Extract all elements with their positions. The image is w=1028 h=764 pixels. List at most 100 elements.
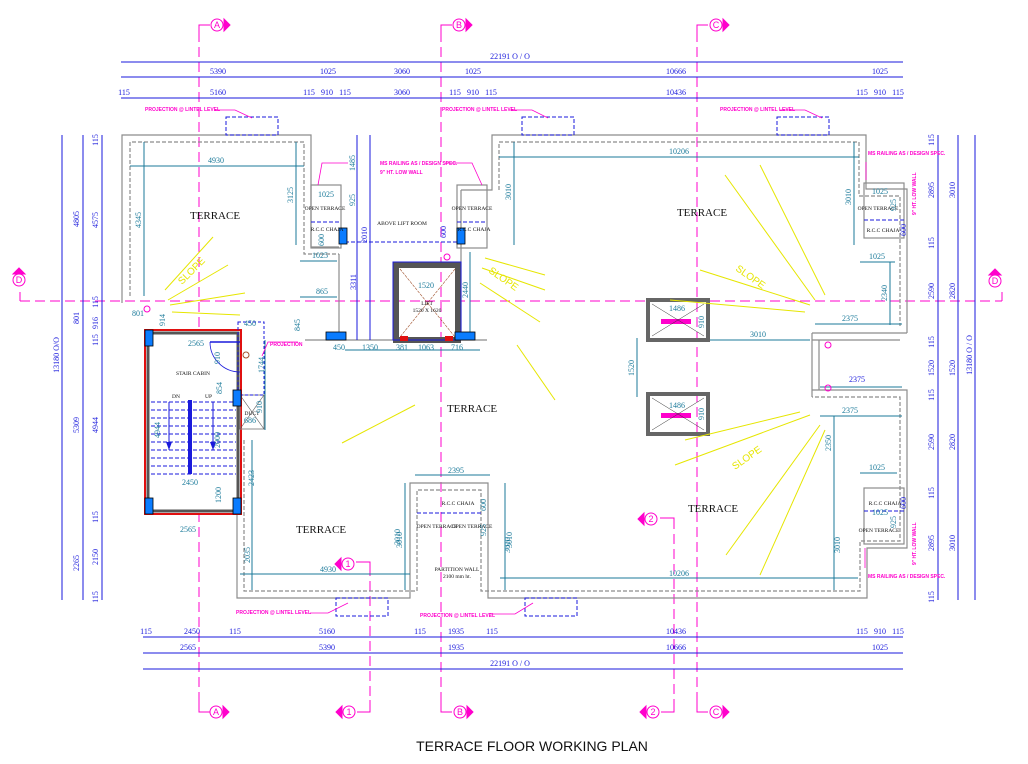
projection-lintel-note: PROJECTION @ LINTEL LEVEL	[442, 107, 517, 113]
duct-label: DUCT	[245, 411, 261, 417]
dimension: 801	[72, 312, 81, 324]
parapet-walls	[121, 134, 908, 599]
dimension: 115	[91, 296, 100, 308]
projection-lintel-note: PROJECTION @ LINTEL LEVEL	[236, 610, 311, 616]
lift-shaft	[392, 261, 462, 343]
dimension: 854	[215, 382, 224, 394]
dimension: 1935	[448, 643, 464, 652]
dimension: 115	[927, 487, 936, 499]
inner-dimension-lines	[130, 142, 902, 590]
dimension: 115	[927, 591, 936, 603]
dimension: 3060	[394, 67, 410, 76]
left-dimension-texts: 13180 O/O 4805 801 5309 2265 115 4575 11…	[52, 134, 100, 603]
ms-railing-note: MS RAILING AS / DESIGN SPEC.	[380, 161, 458, 167]
grid-label: 1	[345, 559, 350, 569]
dimension: 925	[479, 524, 488, 536]
ms-railing-note: MS RAILING AS / DESIGN SPEC.	[868, 151, 946, 157]
dimension: 3010	[395, 532, 404, 548]
dimension: 925	[889, 199, 898, 211]
dimension: 3125	[286, 187, 295, 203]
grid-label: C	[713, 707, 720, 717]
dimension: 10206	[669, 147, 689, 156]
dimension: 2440	[461, 282, 470, 298]
dimension: 845	[293, 319, 302, 331]
projection-note: PROJECTION	[270, 342, 303, 348]
dimension: 4944	[91, 417, 100, 433]
dimension: 600	[899, 224, 908, 236]
dimension: 3010	[948, 182, 957, 198]
dimension: 115	[892, 88, 904, 97]
dimension: 115	[856, 627, 868, 636]
dimension: 910	[697, 408, 706, 420]
rcc-chaja-label: R.C.C CHAJA	[458, 227, 491, 233]
rcc-chaja-label: R.C.C CHAJA	[311, 227, 344, 233]
grid-bubble-bottom-a	[209, 704, 230, 720]
dimension: 686	[244, 416, 256, 425]
dimension: 1520	[948, 360, 957, 376]
dimension: 1025	[320, 67, 336, 76]
dimension: 600	[439, 226, 448, 238]
right-dimension-texts: 13180 O / O 3010 2820 1520 2820 3010 115…	[927, 134, 974, 603]
dimension: 801	[132, 309, 144, 318]
grid-label: D	[16, 275, 23, 285]
terrace-label-center: TERRACE	[447, 403, 497, 415]
dimension: 3060	[394, 88, 410, 97]
ms-railing-note: MS RAILING AS / DESIGN SPEC.	[868, 574, 946, 580]
grid-label: 2	[648, 514, 653, 524]
dimension: 910	[213, 352, 222, 364]
top-dimension-lines	[121, 61, 903, 99]
toilet-blocks	[646, 298, 710, 436]
slope-label: SLOPE	[730, 444, 764, 472]
lift-size: 1520 X 1620	[413, 308, 442, 314]
dimension: 1025	[872, 508, 888, 517]
dimension: 600	[899, 497, 908, 509]
dimension: 5390	[210, 67, 226, 76]
down-arrow-icon	[166, 442, 172, 450]
dimension: 1025	[465, 67, 481, 76]
dimension: 115	[486, 627, 498, 636]
dimension: 2423	[247, 470, 256, 486]
open-terrace-label: OPEN TERRACE	[859, 528, 900, 534]
dimension: 3010	[505, 532, 514, 548]
dimension: 115	[339, 88, 351, 97]
dimension: 115	[91, 134, 100, 146]
dimension: 1025	[318, 190, 334, 199]
grid-label: A	[213, 707, 219, 717]
dimension: 916	[91, 317, 100, 329]
dimension: 910	[321, 88, 333, 97]
dimension: 910	[874, 627, 886, 636]
dimension: 115	[927, 237, 936, 249]
dimension: 10206	[669, 569, 689, 578]
dimension: 2375	[849, 375, 865, 384]
dimension: 10436	[666, 627, 686, 636]
dimension: 2590	[927, 283, 936, 299]
projection-lintel-note: PROJECTION @ LINTEL LEVEL	[420, 613, 495, 619]
dimension: 3010	[750, 330, 766, 339]
dimension: 910	[874, 88, 886, 97]
terrace-label-top-right: TERRACE	[677, 207, 727, 219]
dimension: 4805	[72, 211, 81, 227]
dimension: 115	[892, 627, 904, 636]
grid-bubble-bottom-2	[639, 704, 660, 720]
dimension: 2395	[448, 466, 464, 475]
dimension: 2000	[213, 432, 222, 448]
dimension: 115	[414, 627, 426, 636]
dimension: 1025	[869, 252, 885, 261]
dimension: 115	[303, 88, 315, 97]
dimension: 3010	[844, 189, 853, 205]
dimension: 716	[451, 343, 463, 352]
dimension: 2340	[880, 285, 889, 301]
dimension: 2035	[243, 547, 252, 563]
stair-cabin	[144, 329, 242, 515]
dimension: 2590	[927, 434, 936, 450]
dimension: 115	[91, 591, 100, 603]
grid-bubble-inner-1	[334, 556, 355, 572]
top-overall-dimension: 22191 O / O	[490, 52, 530, 61]
dimension: 115	[485, 88, 497, 97]
dimension: 925	[348, 194, 357, 206]
terrace-label-bottom-right: TERRACE	[688, 503, 738, 515]
dimension: 1025	[872, 187, 888, 196]
left-dimension-lines	[61, 135, 103, 600]
dimension: 2375	[842, 406, 858, 415]
